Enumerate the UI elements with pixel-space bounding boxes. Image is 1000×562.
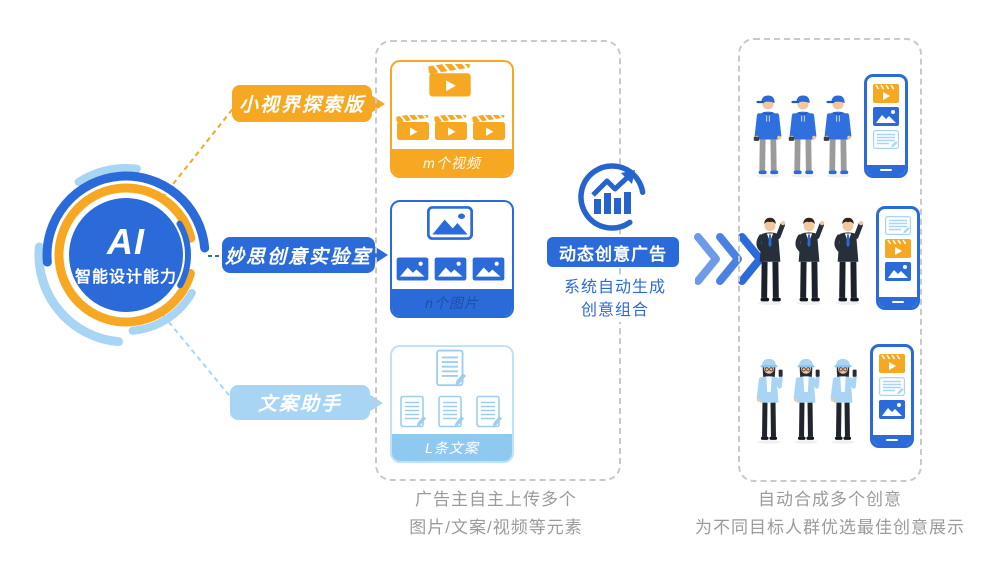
home-dash bbox=[886, 438, 898, 442]
video-icons bbox=[392, 62, 512, 149]
growth-chart-icon bbox=[577, 162, 647, 237]
casual-person-figure bbox=[822, 92, 854, 178]
audience-row-business bbox=[752, 206, 920, 310]
hub-subtitle: 智能设计能力 bbox=[74, 269, 177, 286]
hub-text: AI 智能设计能力 bbox=[28, 158, 224, 354]
phone-home-bar bbox=[879, 297, 917, 307]
clapperboard-icons bbox=[396, 64, 506, 141]
phone-image-tile bbox=[885, 262, 911, 281]
phone-screen bbox=[873, 347, 911, 419]
business-person-figure bbox=[752, 210, 788, 310]
phone-text-tile bbox=[873, 130, 899, 149]
phone-video-tile bbox=[885, 239, 911, 258]
branch-bubble-video-explorer: 小视界探索版 bbox=[232, 85, 385, 122]
upload-caption-line2: 图片/文案/视频等元素 bbox=[409, 518, 583, 537]
phone-screen bbox=[867, 77, 905, 149]
upload-assets-panel: m个视频 n个图片 L条文案 bbox=[375, 40, 621, 481]
document-icons bbox=[400, 349, 502, 429]
branch-bubble-copy-assistant: 文案助手 bbox=[230, 385, 383, 420]
image-icons bbox=[392, 202, 512, 289]
phone-video-tile bbox=[873, 84, 899, 103]
woman-person-figure bbox=[789, 352, 823, 448]
upload-caption-line1: 广告主自主上传多个 bbox=[415, 490, 577, 509]
creative-phone-mockup bbox=[876, 206, 920, 310]
branch-label: 文案助手 bbox=[257, 394, 342, 415]
phone-image-tile bbox=[879, 400, 905, 419]
creative-output-panel bbox=[738, 38, 922, 482]
dca-label-text: 动态创意广告 bbox=[559, 244, 667, 264]
copy-assets-card: L条文案 bbox=[390, 345, 514, 463]
phone-image-tile bbox=[873, 107, 899, 126]
woman-person-figure bbox=[752, 352, 786, 448]
dca-desc-line1: 系统自动生成 bbox=[563, 279, 666, 296]
output-caption-line1: 自动合成多个创意 bbox=[758, 490, 902, 509]
output-panel-caption: 自动合成多个创意 为不同目标人群优选最佳创意展示 bbox=[688, 486, 972, 542]
output-caption-line2: 为不同目标人群优选最佳创意展示 bbox=[695, 518, 965, 537]
woman-person-figure bbox=[826, 352, 860, 448]
branch-label: 妙思创意实验室 bbox=[224, 246, 372, 268]
dca-desc-line2: 创意组合 bbox=[580, 302, 649, 319]
casual-person-figure bbox=[752, 92, 784, 178]
phone-text-tile bbox=[879, 377, 905, 396]
branch-bubble-creative-lab: 妙思创意实验室 bbox=[222, 237, 388, 273]
dca-description: 系统自动生成 创意组合 bbox=[535, 276, 695, 322]
audience-row-trendy-women bbox=[752, 344, 914, 448]
video-assets-card: m个视频 bbox=[390, 60, 514, 178]
creative-phone-mockup bbox=[870, 344, 914, 448]
audience-row-casual bbox=[752, 74, 908, 178]
copy-card-caption: L条文案 bbox=[392, 434, 512, 461]
phone-home-bar bbox=[867, 165, 905, 175]
hub-title: AI bbox=[107, 221, 145, 262]
ai-capability-hub: AI 智能设计能力 bbox=[28, 158, 224, 354]
copy-icons bbox=[392, 347, 512, 434]
hub-rings-graphic bbox=[34, 163, 218, 347]
home-dash bbox=[880, 168, 892, 172]
phone-text-tile bbox=[885, 216, 911, 235]
business-person-figure bbox=[791, 210, 827, 310]
phone-screen bbox=[879, 209, 917, 281]
upload-panel-caption: 广告主自主上传多个 图片/文案/视频等元素 bbox=[360, 486, 632, 542]
home-dash bbox=[892, 300, 904, 304]
dynamic-creative-ads-label: 动态创意广告 bbox=[547, 237, 679, 267]
business-person-figure bbox=[830, 210, 866, 310]
image-card-caption: n个图片 bbox=[392, 289, 512, 316]
casual-person-figure bbox=[787, 92, 819, 178]
phone-video-tile bbox=[879, 354, 905, 373]
photo-icons bbox=[396, 206, 505, 281]
image-assets-card: n个图片 bbox=[390, 200, 514, 318]
creative-phone-mockup bbox=[864, 74, 908, 178]
phone-home-bar bbox=[873, 435, 911, 445]
branch-label: 小视界探索版 bbox=[238, 95, 365, 116]
video-card-caption: m个视频 bbox=[392, 149, 512, 176]
